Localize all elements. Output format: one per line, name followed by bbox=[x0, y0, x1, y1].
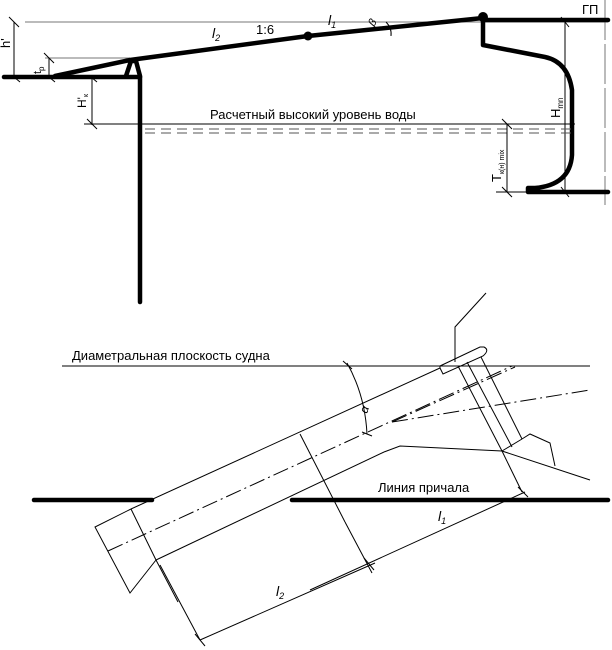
Hmn-subscript: mn bbox=[556, 97, 565, 108]
dim-tick bbox=[8, 16, 20, 28]
rail-2 bbox=[466, 361, 513, 448]
Hk-subscript: к bbox=[83, 93, 90, 97]
Hk-label: H' bbox=[75, 97, 89, 108]
dim-tick bbox=[517, 486, 529, 498]
berth-line-label: Линия причала bbox=[378, 480, 470, 495]
l2-label: l bbox=[212, 25, 216, 41]
dim-tick bbox=[13, 76, 21, 83]
svg-text:tp: tp bbox=[32, 66, 46, 74]
gangway-end-box bbox=[94, 508, 157, 594]
l2-subscript: 2 bbox=[214, 33, 220, 43]
l2-plan-subscript: 2 bbox=[278, 591, 284, 601]
l2-extension-line bbox=[159, 564, 201, 641]
svg-text:l2: l2 bbox=[276, 583, 284, 601]
dim-tick bbox=[501, 186, 513, 198]
alpha-label: α bbox=[357, 403, 373, 415]
Tk-subscript: к(н) mix bbox=[499, 149, 506, 174]
dim-tick bbox=[342, 360, 353, 370]
dim-tick bbox=[43, 52, 55, 64]
l1-label: l bbox=[328, 12, 332, 28]
l2-plan-label: l bbox=[276, 583, 280, 599]
tp-subscript: p bbox=[37, 66, 46, 71]
rail-1 bbox=[457, 365, 503, 452]
svg-text:Hmn: Hmn bbox=[548, 97, 565, 118]
Tk-label: T bbox=[489, 174, 504, 182]
svg-text:Tк(н) mix: Tк(н) mix bbox=[489, 149, 506, 182]
gangway-end-extension bbox=[155, 559, 179, 603]
h-prime-label: h' bbox=[0, 38, 13, 48]
ship-outline-lower bbox=[383, 445, 591, 481]
tp-label: t bbox=[32, 71, 44, 74]
dim-tick bbox=[48, 76, 56, 83]
l1-plan-label: l bbox=[438, 508, 442, 524]
handrail-support bbox=[454, 292, 487, 362]
dim-tick bbox=[361, 431, 373, 437]
l2-dimension-line bbox=[199, 562, 376, 641]
gangway-centerline bbox=[107, 365, 513, 552]
rail-extension bbox=[501, 450, 523, 493]
alpha-arc bbox=[346, 362, 368, 435]
support-bearing bbox=[123, 58, 143, 79]
ship-outline-bracket bbox=[521, 433, 556, 467]
rail-end bbox=[501, 438, 523, 452]
dim-tick bbox=[363, 557, 375, 571]
ship-hull bbox=[480, 17, 611, 195]
dim-tick bbox=[194, 633, 206, 647]
gangway-lower-edge bbox=[155, 451, 385, 561]
gangway-cross-section bbox=[299, 433, 346, 523]
water-level-label: Расчетный высокий уровень воды bbox=[210, 107, 416, 122]
svg-text:H'к: H'к bbox=[75, 93, 90, 108]
ship-platform bbox=[439, 346, 488, 375]
svg-text:l2: l2 bbox=[212, 25, 220, 43]
l1-plan-subscript: 1 bbox=[441, 516, 446, 526]
centerline-label: Диаметральная плоскость судна bbox=[72, 348, 271, 363]
svg-text:l1: l1 bbox=[438, 508, 446, 526]
upper-section: h' tp H'к l2 1:6 bbox=[0, 0, 611, 305]
gangway-upper-edge bbox=[130, 367, 441, 510]
Hmn-label: H bbox=[548, 109, 563, 118]
dim-tick bbox=[560, 16, 570, 28]
secondary-axis-2 bbox=[391, 366, 516, 423]
lower-section: Диаметральная плоскость судна Линия прич… bbox=[31, 292, 611, 647]
dim-tick bbox=[501, 118, 513, 130]
beta-arc bbox=[385, 21, 392, 37]
slope-label: 1:6 bbox=[256, 22, 274, 37]
secondary-axis bbox=[391, 389, 591, 423]
l1-dimension-line bbox=[309, 491, 526, 591]
gangway-ramp bbox=[52, 15, 486, 79]
svg-text:l1: l1 bbox=[328, 12, 336, 30]
middle-hinge bbox=[303, 31, 313, 41]
gp-label: ГП bbox=[582, 2, 598, 17]
l1-subscript: 1 bbox=[331, 20, 336, 30]
dim-tick bbox=[560, 186, 570, 198]
gangway-cross-extension bbox=[344, 521, 373, 574]
rail-3 bbox=[480, 356, 523, 440]
